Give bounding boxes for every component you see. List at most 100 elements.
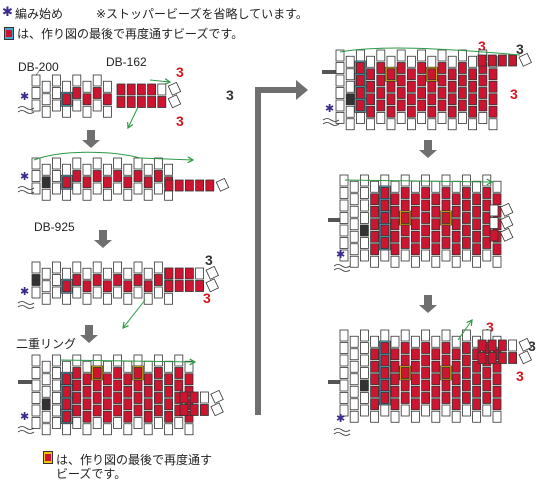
thread-p5 — [339, 47, 521, 56]
count-3-p1-a: 3 — [176, 64, 184, 80]
pattern-bead — [492, 373, 502, 386]
pattern-bead — [437, 87, 447, 99]
pattern-bead — [349, 243, 359, 256]
pattern-bead — [461, 249, 471, 262]
repass-blue-bead — [62, 398, 71, 411]
pattern-bead — [133, 274, 143, 286]
pattern-bead — [461, 367, 471, 379]
pattern-bead — [133, 354, 143, 367]
pattern-bead — [52, 99, 61, 112]
pattern-bead — [72, 379, 82, 392]
pattern-bead — [390, 193, 400, 206]
pattern-bead — [349, 193, 359, 206]
pattern-bead — [359, 249, 369, 262]
pattern-bead — [472, 180, 482, 193]
pattern-bead — [451, 193, 461, 206]
pattern-bead — [113, 170, 122, 182]
pattern-bead — [52, 286, 61, 299]
pattern-bead — [82, 188, 92, 201]
pattern-bead — [72, 74, 82, 87]
thread-p3-head — [122, 321, 129, 329]
pattern-bead — [72, 261, 82, 274]
pattern-bead — [492, 255, 502, 268]
thread-p1-b — [127, 106, 139, 129]
start-tail — [17, 106, 35, 114]
pattern-bead — [482, 212, 492, 224]
pattern-bead — [457, 99, 467, 112]
pattern-bead — [153, 261, 163, 274]
pattern-bead — [349, 410, 359, 423]
tail-bead — [174, 179, 184, 192]
pattern-bead — [451, 360, 461, 373]
count-3-p5-a: 3 — [478, 38, 486, 54]
pattern-bead — [113, 157, 122, 170]
thread-p1-b-head — [127, 121, 134, 130]
pattern-bead — [421, 367, 431, 379]
pattern-bead — [441, 404, 451, 417]
pattern-bead — [421, 174, 431, 187]
pattern-bead — [488, 118, 498, 131]
pattern-bead — [72, 170, 82, 182]
start-tail — [17, 426, 35, 434]
pattern-bead — [113, 261, 122, 274]
pattern-bead — [62, 163, 71, 176]
turn-arrow-head — [296, 80, 308, 100]
pattern-bead — [421, 237, 431, 249]
pattern-bead — [427, 118, 437, 131]
pattern-bead — [461, 342, 471, 354]
pattern-bead — [482, 379, 492, 392]
pattern-bead — [359, 354, 369, 367]
repass-blue-bead — [380, 392, 390, 404]
pattern-bead — [349, 335, 359, 348]
pattern-bead — [421, 224, 431, 237]
pattern-bead — [103, 410, 112, 423]
pattern-bead — [421, 199, 431, 212]
edge-bead — [499, 215, 514, 230]
tail-bead — [489, 229, 499, 242]
pattern-bead — [370, 348, 380, 361]
pattern-bead — [390, 373, 400, 386]
tail-bead — [179, 391, 189, 404]
pattern-bead — [113, 274, 122, 286]
pattern-bead — [461, 392, 471, 404]
pattern-bead — [370, 230, 380, 243]
pattern-bead — [472, 410, 482, 423]
pattern-bead — [451, 410, 461, 423]
tail-bead — [508, 339, 518, 352]
tail-bead — [174, 267, 184, 280]
pattern-bead — [488, 93, 498, 106]
pattern-bead — [355, 112, 365, 124]
pattern-bead — [410, 218, 420, 231]
pattern-bead — [406, 80, 416, 93]
pattern-bead — [41, 398, 51, 411]
pattern-bead — [457, 74, 467, 87]
pattern-bead — [133, 404, 143, 417]
step-arrow-3 — [80, 325, 98, 343]
pattern-bead — [370, 385, 380, 398]
pattern-bead — [153, 379, 163, 392]
pattern-bead — [92, 392, 102, 404]
pattern-bead — [472, 193, 482, 206]
count-3-p3-a: 3 — [205, 252, 213, 268]
pattern-bead — [174, 354, 184, 367]
start-star-icon: ✱ — [336, 412, 345, 425]
repass-blue-bead — [380, 212, 390, 224]
pattern-bead — [31, 392, 41, 404]
pattern-bead — [52, 157, 61, 170]
pattern-bead — [492, 360, 502, 373]
tail-bead — [184, 179, 194, 192]
pattern-bead — [41, 423, 51, 436]
pattern-bead — [492, 243, 502, 256]
pattern-bead — [82, 163, 92, 176]
edge-bead — [167, 81, 182, 96]
thread-p2-b-head — [187, 156, 195, 164]
repass-blue-bead — [62, 385, 71, 398]
pattern-bead — [113, 392, 122, 404]
pattern-bead — [143, 398, 153, 411]
pattern-bead — [349, 385, 359, 398]
pattern-bead — [410, 373, 420, 386]
pattern-bead — [431, 360, 441, 373]
pattern-bead — [164, 373, 174, 386]
pattern-bead — [472, 373, 482, 386]
pattern-bead — [451, 205, 461, 218]
